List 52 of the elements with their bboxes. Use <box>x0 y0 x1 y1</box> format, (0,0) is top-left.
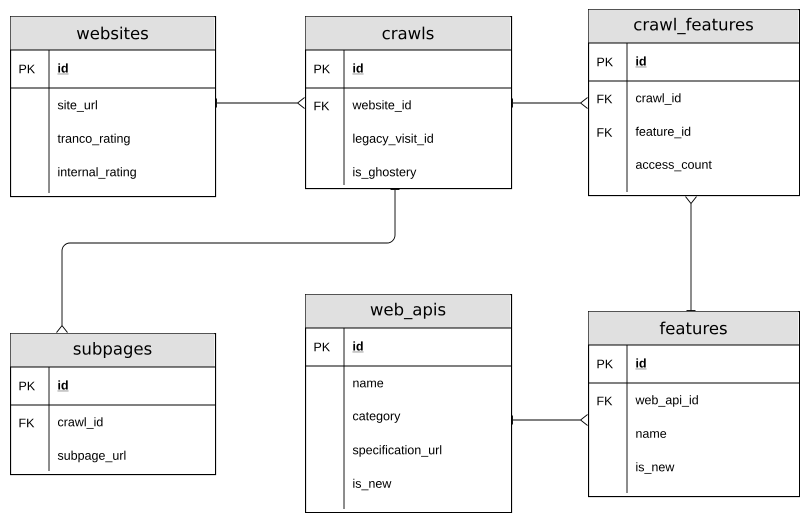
table-header: subpages <box>10 334 214 367</box>
key-label: PK <box>314 342 330 352</box>
column-name: legacy_visit_id <box>353 134 433 146</box>
column-name: site_url <box>58 100 97 112</box>
column-name: tranco_rating <box>58 134 130 146</box>
table <box>10 333 216 476</box>
column-name: id <box>635 56 647 68</box>
key-label: PK <box>597 58 613 66</box>
column-name: web_api_id <box>635 395 698 407</box>
column-name: id <box>57 380 69 392</box>
column-name: crawl_id <box>636 93 680 105</box>
column-name: specification_url <box>352 445 442 457</box>
column-name: id <box>57 63 69 74</box>
relationship-line <box>216 97 305 109</box>
table-header: web_apis <box>306 294 510 328</box>
relationship-line <box>56 189 400 333</box>
table <box>588 9 800 196</box>
relationship-line <box>512 414 588 426</box>
key-label: FK <box>597 128 612 137</box>
column-name: is_new <box>636 462 674 474</box>
relationship-line <box>512 97 588 109</box>
table <box>305 294 512 513</box>
key-label: PK <box>19 64 35 74</box>
key-label: PK <box>314 64 330 74</box>
column-name: feature_id <box>636 126 690 138</box>
column-name: is_new <box>353 478 392 490</box>
table <box>588 311 800 498</box>
key-label: FK <box>314 102 330 110</box>
column-name: access_count <box>636 160 712 172</box>
column-name: id <box>635 358 647 370</box>
table <box>305 16 512 190</box>
column-name: subpage_url <box>58 450 126 462</box>
key-label: FK <box>597 94 612 104</box>
column-name: name <box>636 431 666 438</box>
column-name: id <box>352 63 364 74</box>
column-name: is_ghostery <box>353 167 416 179</box>
key-label: PK <box>597 360 613 368</box>
column-name: internal_rating <box>58 167 136 179</box>
table-header: crawls <box>306 16 510 50</box>
column-name: category <box>353 412 400 423</box>
table-header: crawl_features <box>588 10 798 43</box>
key-label: PK <box>19 382 35 390</box>
column-name: website_id <box>352 100 411 112</box>
column-name: name <box>353 380 384 388</box>
column-name: crawl_id <box>58 417 102 429</box>
key-label: FK <box>19 418 34 428</box>
table-header: features <box>588 312 798 345</box>
table-header: websites <box>10 16 214 50</box>
key-label: FK <box>597 396 612 406</box>
relationship-line <box>685 196 697 311</box>
column-name: id <box>352 341 364 352</box>
table <box>10 16 216 198</box>
